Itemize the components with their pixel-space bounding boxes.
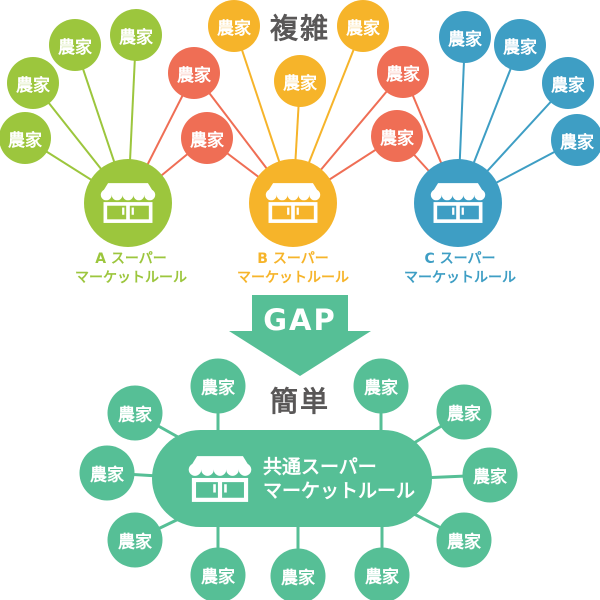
farm-node-blue: 農家 <box>551 114 600 166</box>
farm-node-orange: 農家 <box>274 55 326 107</box>
market-b-label-line1: B スーパー <box>257 251 329 267</box>
farm-node-common: 農家 <box>354 547 410 600</box>
farm-node-common: 農家 <box>353 358 409 414</box>
market-b-label-line2: マーケットルール <box>237 270 349 286</box>
farm-node-common: 農家 <box>190 358 246 414</box>
farm-node-green: 農家 <box>0 112 51 164</box>
gap-arrow-icon <box>229 295 371 376</box>
farm-node-blue: 農家 <box>494 19 546 71</box>
market-c-node <box>414 159 502 247</box>
farm-node-green: 農家 <box>110 9 162 61</box>
farm-node-common: 農家 <box>79 445 135 501</box>
market-a-label: A スーパー マーケットルール <box>75 250 187 288</box>
hub-label-line2: マーケットルール <box>263 479 416 502</box>
store-icon <box>99 181 157 225</box>
farm-node-common: 農家 <box>436 384 492 440</box>
store-icon <box>429 181 487 225</box>
farm-node-orange: 農家 <box>208 0 260 52</box>
market-c-label-line2: マーケットルール <box>404 270 516 286</box>
farm-node-blue: 農家 <box>439 11 491 63</box>
market-a-node <box>84 159 172 247</box>
farm-node-green: 農家 <box>7 57 59 109</box>
farm-node-orange: 農家 <box>337 0 389 52</box>
store-icon <box>264 181 322 225</box>
farm-node-shared: 農家 <box>371 110 423 162</box>
farm-node-common: 農家 <box>270 548 326 600</box>
market-b-node <box>249 159 337 247</box>
simple-title: 簡単 <box>269 385 331 418</box>
farm-node-common: 農家 <box>190 547 246 600</box>
gap-arrow-label: GAP <box>263 303 337 337</box>
market-c-label-line1: C スーパー <box>424 251 496 267</box>
common-rule-hub: 共通スーパー マーケットルール <box>152 430 432 527</box>
market-c-label: C スーパー マーケットルール <box>404 250 516 288</box>
farm-node-common: 農家 <box>107 385 163 441</box>
complex-title: 複雑 <box>269 12 331 45</box>
farm-node-shared: 農家 <box>377 46 429 98</box>
farm-node-common: 農家 <box>436 512 492 568</box>
farm-node-shared: 農家 <box>168 47 220 99</box>
market-b-label: B スーパー マーケットルール <box>237 250 349 288</box>
market-a-label-line2: マーケットルール <box>75 270 187 286</box>
hub-label-line1: 共通スーパー <box>263 455 377 478</box>
farm-node-green: 農家 <box>49 19 101 71</box>
market-a-label-line1: A スーパー <box>95 251 167 267</box>
farm-node-blue: 農家 <box>542 57 594 109</box>
store-icon <box>186 454 254 504</box>
hub-label: 共通スーパー マーケットルール <box>263 455 415 503</box>
farm-node-common: 農家 <box>107 512 163 568</box>
farm-node-common: 農家 <box>462 447 518 503</box>
farm-node-shared: 農家 <box>181 112 233 164</box>
